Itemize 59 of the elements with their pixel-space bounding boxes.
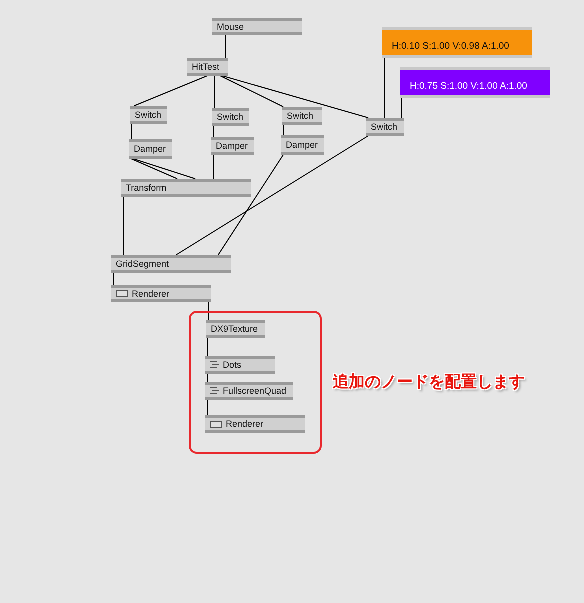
node-label: Damper [216,141,248,151]
color-swatch-node [400,67,550,98]
wire [222,76,369,118]
wire [133,158,196,180]
node-label: Damper [286,140,318,150]
node-label: Mouse [217,22,244,32]
node-label: H:0.10 S:1.00 V:0.98 A:1.00 [392,41,510,52]
patch-node [129,139,172,159]
node-label: Damper [134,144,166,154]
wire [134,76,208,106]
wire [214,76,215,108]
node-label: DX9Texture [211,324,258,334]
patch-node [212,18,302,35]
patch-node [205,356,275,374]
patch-node [205,382,293,400]
patch-node [211,137,254,155]
color-swatch-node [382,27,532,58]
wire [218,154,284,256]
patch-node [205,415,305,433]
wire [283,124,284,136]
group-frame [189,311,322,454]
patch-node [282,107,322,125]
wire [384,58,385,118]
patch-node [187,58,228,76]
node-label: Switch [287,111,314,121]
wire [213,126,214,138]
patch-node [366,118,404,136]
node-label: Dots [223,360,242,370]
node-label: GridSegment [116,259,170,269]
patch-node [206,320,265,338]
node-label: HitTest [192,62,220,72]
wire [123,196,124,256]
patch-node [281,135,324,155]
patch-node [130,106,167,124]
wire [207,400,208,416]
node-label: H:0.75 S:1.00 V:1.00 A:1.00 [410,81,528,92]
node-label: Switch [217,112,244,122]
node-label: Switch [135,110,162,120]
patch-node [212,108,249,126]
node-label: Transform [126,183,167,193]
wire [208,302,209,320]
wire [131,158,178,180]
node-label: FullscreenQuad [223,386,287,396]
node-label: Renderer [226,419,264,429]
wire [213,154,214,180]
wire [207,374,208,382]
wire [131,124,132,140]
wire [220,76,284,108]
node-label: Renderer [132,288,170,298]
wire [401,98,402,118]
annotation-text: 追加のノードを配置します [333,372,525,393]
patch-node [111,285,211,302]
wire [225,34,226,58]
wire [113,272,114,286]
patch-node [111,255,231,273]
node-label: Switch [371,122,398,132]
wire [207,338,208,356]
wire [176,136,369,256]
patch-node [121,179,251,197]
